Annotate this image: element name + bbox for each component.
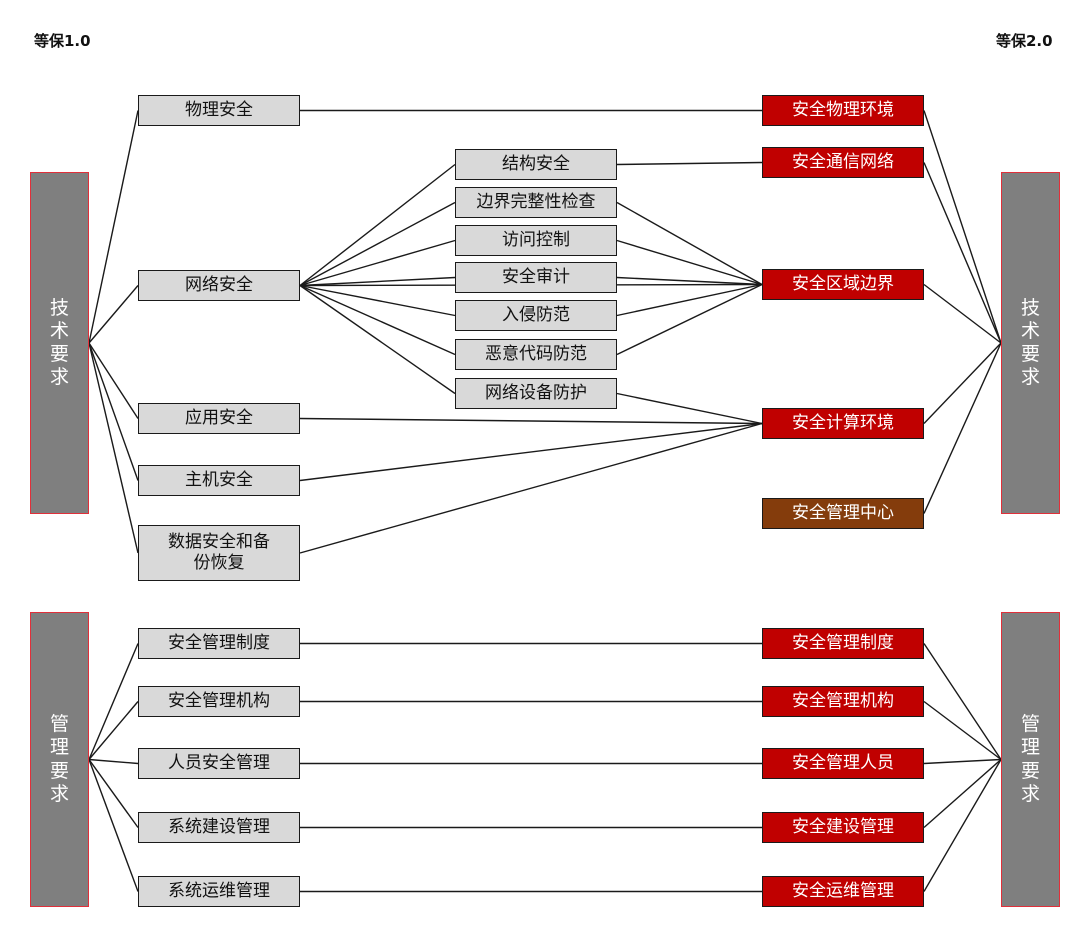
v1-mgmt-policy: 安全管理制度 [138,628,300,659]
v2-communication-network: 安全通信网络 [762,147,924,178]
connector-v2-comm-network-to-cat-right-tech [923,162,1002,344]
connector-cat-left-tech-to-v1-physical [88,110,139,344]
v2-mgmt-policy: 安全管理制度 [762,628,924,659]
connector-v1-network-to-sub-intrusion [299,284,456,317]
connector-v1-host-to-v2-compute-env [299,422,763,482]
connector-cat-left-mgmt-to-v1-personnel [88,758,139,765]
sub-intrusion-prevention: 入侵防范 [455,300,617,331]
connector-v2-area-boundary-to-cat-right-tech [923,283,1002,344]
connector-sub-structure-to-v2-comm-network [616,161,763,166]
connector-sub-device-protection-to-v2-compute-env [616,392,763,425]
v2-mgmt-personnel: 安全管理人员 [762,748,924,779]
connector-sub-access-control-to-v2-area-boundary [616,239,763,286]
v2-operations-mgmt: 安全运维管理 [762,876,924,907]
connector-cat-left-mgmt-to-v1-mgmt-org [88,701,139,760]
v1-physical-security: 物理安全 [138,95,300,126]
v1-operations-mgmt: 系统运维管理 [138,876,300,907]
connector-cat-left-tech-to-v1-application [88,342,139,419]
connector-v2-compute-env-to-cat-right-tech [923,342,1002,424]
sub-network-device-protection: 网络设备防护 [455,378,617,409]
connector-v2-construction-to-cat-right-mgmt [923,758,1002,829]
v2-management-center: 安全管理中心 [762,498,924,529]
category-right-mgmt: 管理要求 [1001,612,1060,907]
connector-v1-network-to-sub-device-protection [299,284,456,395]
connector-cat-left-tech-to-v1-host [88,342,139,481]
connector-v2-mgmt-center-to-cat-right-tech [923,342,1002,514]
connector-v2-mgmt-org-to-cat-right-mgmt [923,700,1002,761]
v1-personnel-mgmt: 人员安全管理 [138,748,300,779]
connector-cat-left-tech-to-v1-network [88,285,139,344]
sub-access-control: 访问控制 [455,225,617,256]
connector-v1-network-to-sub-access-control [299,239,456,287]
connector-v1-data-to-v2-compute-env [299,422,763,554]
connector-sub-intrusion-to-v2-area-boundary [616,283,763,317]
v2-mgmt-org: 安全管理机构 [762,686,924,717]
connector-cat-left-tech-to-v1-data [88,342,139,554]
connector-v2-mgmt-personnel-to-cat-right-mgmt [923,758,1002,765]
v1-network-security: 网络安全 [138,270,300,301]
sub-boundary-integrity-check: 边界完整性检查 [455,187,617,218]
connector-v1-network-to-sub-structure [299,163,456,287]
v1-host-security: 主机安全 [138,465,300,496]
v2-physical-environment: 安全物理环境 [762,95,924,126]
connector-sub-malware-to-v2-area-boundary [616,283,763,356]
sub-security-audit: 安全审计 [455,262,617,293]
connector-v1-network-to-sub-audit [299,276,456,287]
connector-v2-physical-env-to-cat-right-tech [923,110,1002,344]
header-v1: 等保1.0 [34,32,91,50]
connector-sub-boundary-check-to-v2-area-boundary [616,201,763,286]
sub-structure-security: 结构安全 [455,149,617,180]
connector-v2-operations-to-cat-right-mgmt [923,759,1002,892]
connector-v1-network-to-sub-boundary-check [299,201,456,287]
v2-computing-environment: 安全计算环境 [762,408,924,439]
connector-cat-left-mgmt-to-v1-construction [88,759,139,828]
sub-malware-prevention: 恶意代码防范 [455,339,617,370]
category-left-mgmt: 管理要求 [30,612,89,907]
v1-application-security: 应用安全 [138,403,300,434]
connector-cat-left-mgmt-to-v1-mgmt-policy [88,643,139,760]
category-right-tech: 技术要求 [1001,172,1060,514]
connector-v1-network-to-sub-malware [299,284,456,356]
connector-v1-application-to-v2-compute-env [299,417,763,425]
category-left-tech: 技术要求 [30,172,89,514]
header-v2: 等保2.0 [996,32,1053,50]
v1-construction-mgmt: 系统建设管理 [138,812,300,843]
v1-mgmt-org: 安全管理机构 [138,686,300,717]
v2-construction-mgmt: 安全建设管理 [762,812,924,843]
v1-data-backup-security: 数据安全和备份恢复 [138,525,300,581]
connector-cat-left-mgmt-to-v1-operations [88,759,139,892]
connector-v2-mgmt-policy-to-cat-right-mgmt [923,643,1002,760]
connector-sub-audit-to-v2-area-boundary [616,276,763,286]
v2-area-boundary: 安全区域边界 [762,269,924,300]
